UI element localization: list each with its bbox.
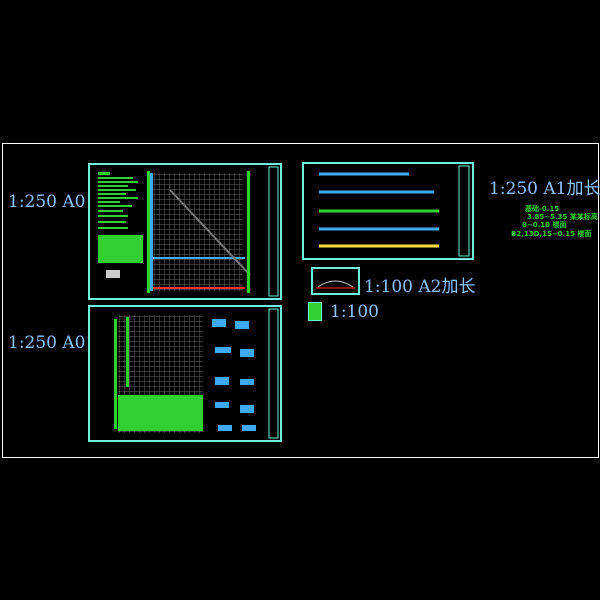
scale-label-a0-top: 1:250 A0: [8, 192, 86, 212]
note-3: 0~0.10 楼面: [522, 221, 567, 229]
plan-drawing: [98, 166, 279, 297]
drawing-sheet-plan-top[interactable]: [88, 163, 282, 300]
scale-label-a1: 1:250 A1加长: [489, 179, 600, 199]
drawing-sheet-elevations[interactable]: [302, 162, 474, 260]
note-4: B2,13D,15~0.15 楼面: [511, 230, 592, 238]
elevations-drawing: [319, 165, 470, 257]
note-1: 基础-0.15: [525, 205, 560, 213]
drawing-boundary: [2, 143, 599, 458]
scale-label-a0-bottom: 1:250 A0: [8, 333, 86, 353]
drawing-sheet-plan-bottom[interactable]: [88, 305, 282, 442]
scale-label-small: 1:100: [330, 302, 379, 322]
drawing-sheet-small[interactable]: [308, 302, 322, 321]
note-2: 3.85~5.35 某某标高: [527, 213, 598, 221]
section-drawing: [316, 280, 355, 289]
drawing-sheet-section[interactable]: [311, 267, 360, 295]
plan-details-drawing: [114, 308, 279, 439]
scale-label-a2: 1:100 A2加长: [364, 277, 476, 297]
